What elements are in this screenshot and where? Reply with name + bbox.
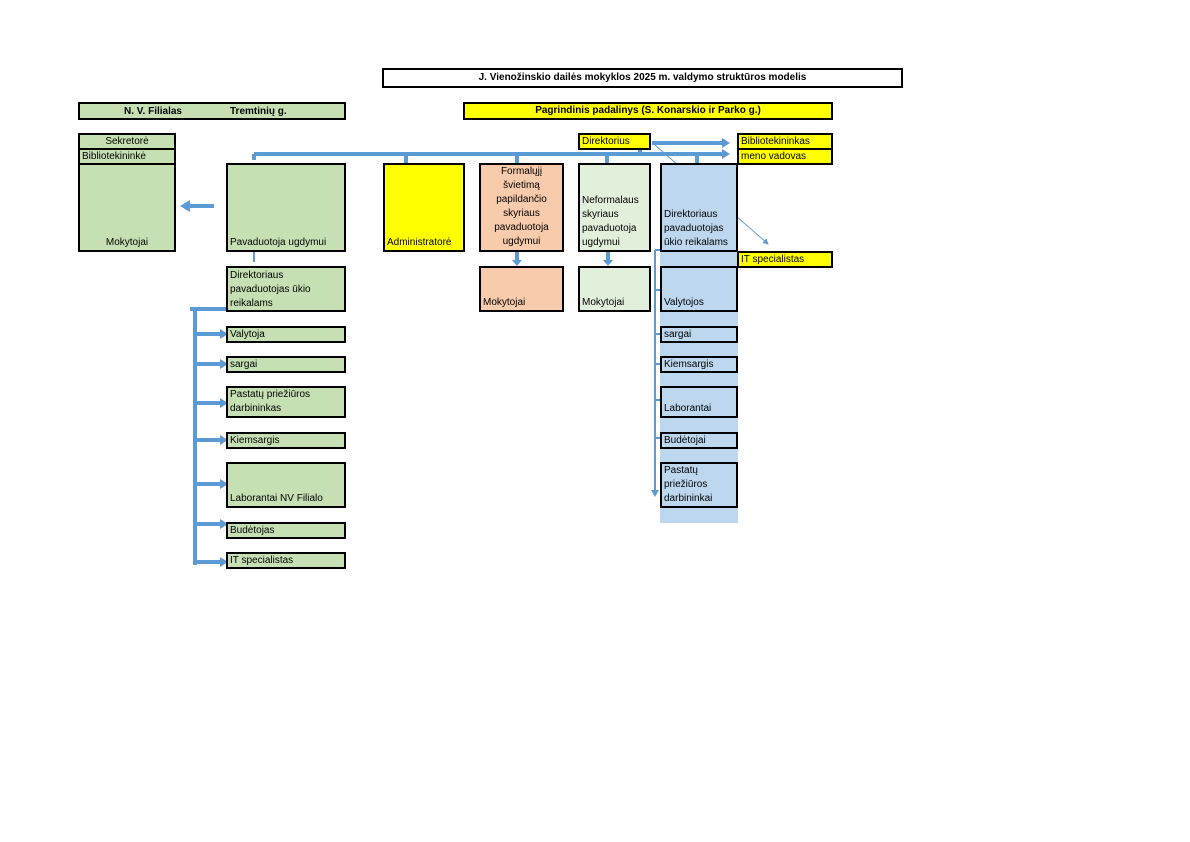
branch-staff-guards: sargai — [226, 356, 346, 373]
main-administrator: Administratorė — [383, 163, 465, 252]
branch-staff-cleaner: Valytoja — [226, 326, 346, 343]
main-nonformal-teachers: Mokytojai — [578, 266, 651, 312]
main-formal-deputy: Formalųjį švietimą papildančio skyriaus … — [479, 163, 564, 252]
branch-deputy-education-label: Pavaduotoja ugdymui — [230, 237, 327, 248]
main-formal-teachers: Mokytojai — [479, 266, 564, 312]
main-econ-deputy: Direktoriaus pavaduotojas ūkio reikalams — [660, 163, 738, 252]
main-art-director: meno vadovas — [737, 148, 833, 165]
branch-staff-lab: Laborantai NV Filialo — [226, 462, 346, 508]
main-econ-lab-label: Laborantai — [664, 403, 712, 414]
main-nonformal-teachers-label: Mokytojai — [582, 297, 625, 308]
branch-staff-lab-label: Laborantai NV Filialo — [230, 493, 323, 504]
branch-teachers-label: Mokytojai — [105, 237, 149, 248]
branch-teachers: Mokytojai — [78, 163, 176, 252]
branch-deputy-education: Pavaduotoja ugdymui — [226, 163, 346, 252]
branch-staff-duty: Budėtojas — [226, 522, 346, 539]
main-econ-duty: Budėtojai — [660, 432, 738, 449]
branch-street: Tremtinių g. — [230, 106, 287, 117]
branch-name: N. V. Filialas — [124, 106, 182, 117]
main-econ-deputy-label: Direktoriaus pavaduotojas ūkio reikalams — [664, 209, 728, 248]
main-econ-yardkeeper: Kiemsargis — [660, 356, 738, 373]
main-administrator-label: Administratorė — [387, 237, 452, 248]
main-econ-guards: sargai — [660, 326, 738, 343]
main-econ-cleaners-label: Valytojos — [664, 297, 704, 308]
diagram-title: J. Vienožinskio dailės mokyklos 2025 m. … — [382, 68, 903, 88]
branch-header: N. V. Filialas Tremtinių g. — [78, 102, 346, 120]
main-director: Direktorius — [578, 133, 651, 150]
main-nonformal-deputy: Neformalaus skyriaus pavaduotoja ugdymui — [578, 163, 651, 252]
main-header: Pagrindinis padalinys (S. Konarskio ir P… — [463, 102, 833, 120]
main-econ-lab: Laborantai — [660, 386, 738, 418]
main-econ-maintenance: Pastatų priežiūros darbininkai — [660, 462, 738, 508]
branch-deputy-econ: Direktoriaus pavaduotojas ūkio reikalams — [226, 266, 346, 312]
main-econ-cleaners: Valytojos — [660, 266, 738, 312]
branch-staff-it: IT specialistas — [226, 552, 346, 569]
main-it-specialist: IT specialistas — [737, 251, 833, 268]
main-formal-teachers-label: Mokytojai — [483, 297, 526, 308]
branch-staff-yardkeeper: Kiemsargis — [226, 432, 346, 449]
main-nonformal-deputy-label: Neformalaus skyriaus pavaduotoja ugdymui — [582, 195, 639, 248]
branch-staff-maintenance: Pastatų priežiūros darbininkas — [226, 386, 346, 418]
